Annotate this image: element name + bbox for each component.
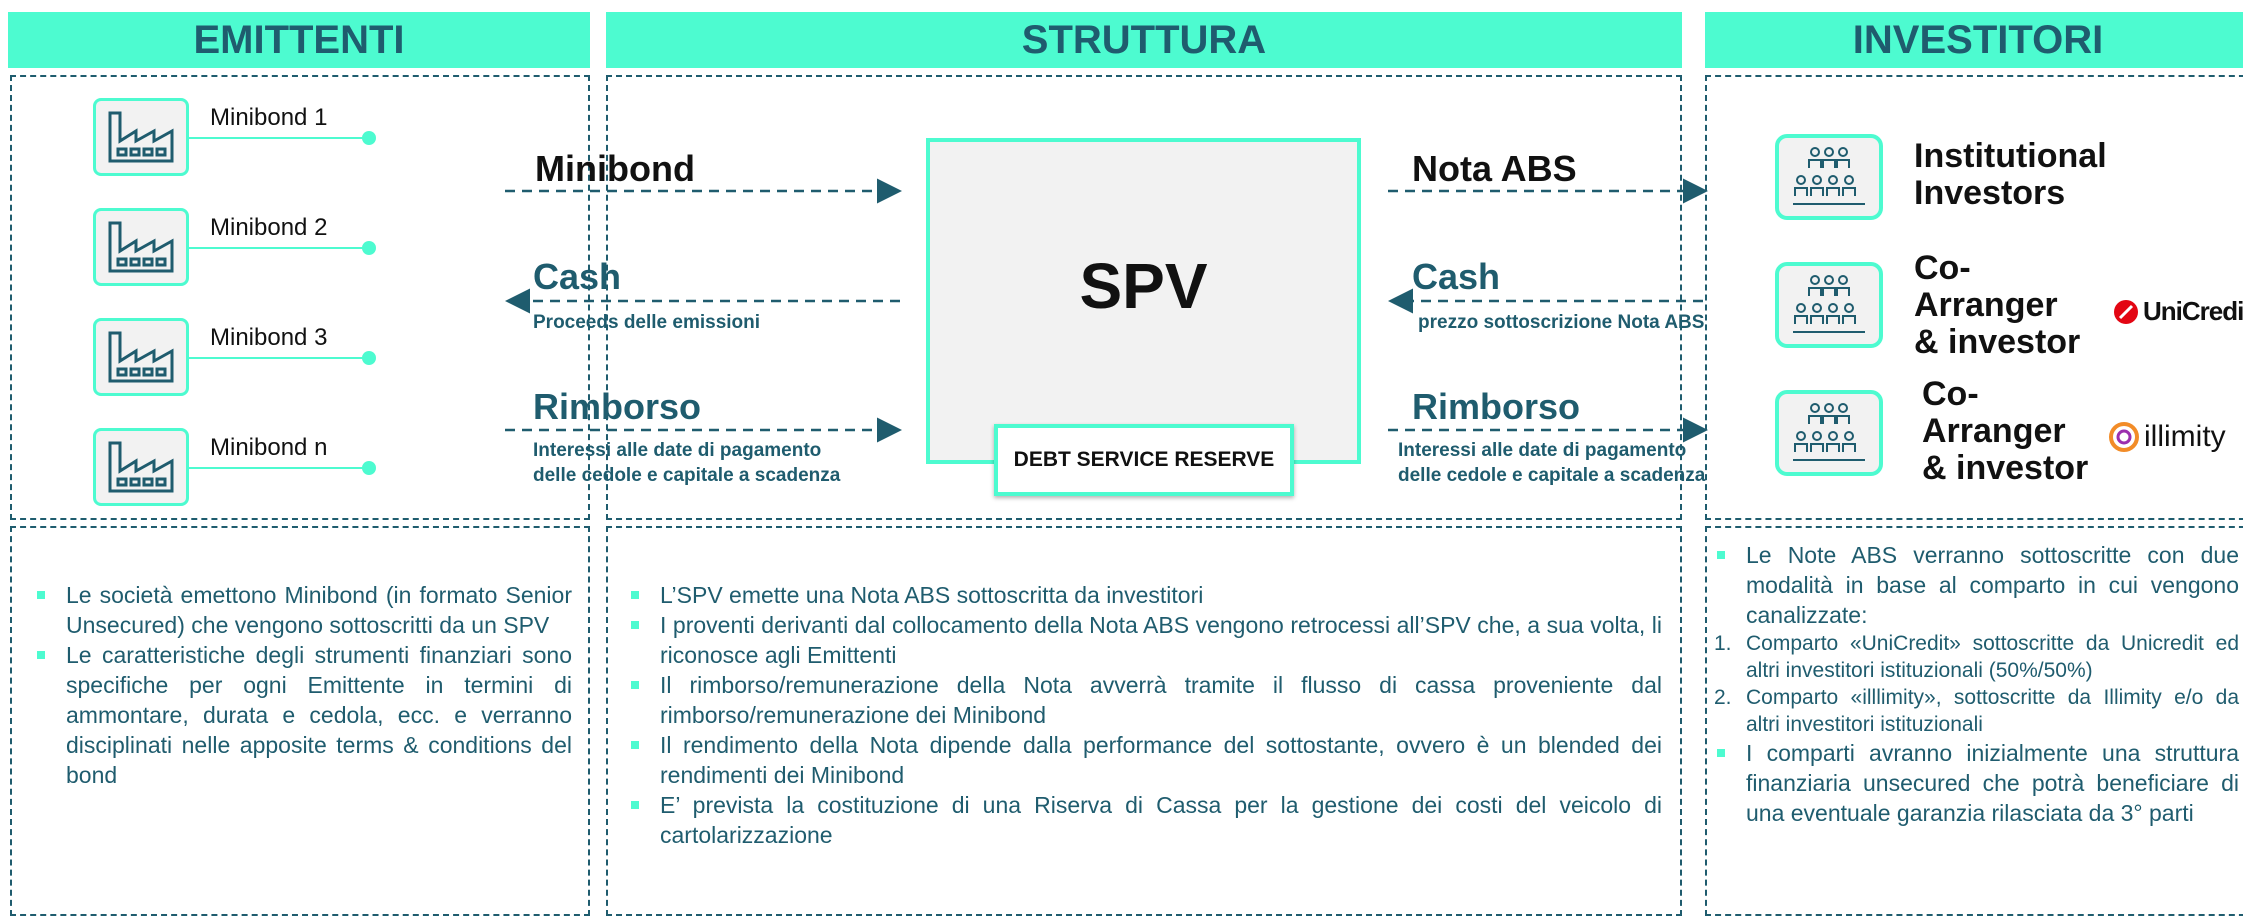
issuer-connector	[189, 137, 369, 139]
flow-label-rimborso-right: Rimborso	[1412, 386, 1581, 427]
header-struttura: STRUTTURA	[606, 12, 1682, 68]
issuer-connector	[189, 467, 369, 469]
bullet-item: I proventi derivanti dal collocamento de…	[628, 610, 1662, 670]
factory-icon	[93, 428, 189, 506]
issuer-label: Minibond 1	[210, 104, 328, 131]
flow-sub-rimborso-left-1: Interessi alle date di pagamento	[533, 440, 822, 461]
panel-investitori-diagram	[1705, 75, 2243, 520]
flow-label-cash-left: Cash	[533, 256, 622, 297]
flow-label-rimborso-left: Rimborso	[533, 386, 702, 427]
illimity-logo: illimity	[2108, 420, 2226, 454]
issuer-label: Minibond 2	[210, 214, 328, 241]
unicredit-logo: UniCredit	[2113, 296, 2243, 327]
flow-sub-cash-right: prezzo sottoscrizione Nota ABS	[1418, 312, 1705, 333]
bullet-item: Il rendimento della Nota dipende dalla p…	[628, 730, 1662, 790]
issuer-dot	[362, 461, 376, 475]
bullet-item: Le caratteristiche degli strumenti finan…	[34, 640, 572, 790]
flow-label-minibond: Minibond	[535, 148, 695, 189]
spv-label: SPV	[1079, 250, 1208, 322]
spv-box: SPV	[926, 138, 1361, 464]
bullet-item: Il rimborso/remunerazione della Nota avv…	[628, 670, 1662, 730]
struttura-bullets: L’SPV emette una Nota ABS sottoscritta d…	[628, 580, 1662, 850]
emittenti-bullets: Le società emettono Minibond (in formato…	[34, 580, 572, 790]
flow-label-cash-right: Cash	[1412, 256, 1501, 297]
issuer-dot	[362, 351, 376, 365]
issuer-dot	[362, 241, 376, 255]
bullet-item: Le società emettono Minibond (in formato…	[34, 580, 572, 640]
numbered-item: 2.Comparto «illlimity», sottoscritte da …	[1714, 686, 2239, 736]
investitori-bullets: Le Note ABS verranno sottoscritte con du…	[1714, 540, 2239, 828]
bullet-item: L’SPV emette una Nota ABS sottoscritta d…	[628, 580, 1662, 610]
investor-label: Co-Arranger& investor	[1914, 249, 2081, 361]
flow-sub-rimborso-right-2: delle cedole e capitale a scadenza	[1398, 465, 1706, 486]
panel-struttura-diagram	[606, 75, 1682, 520]
issuer-label: Minibond n	[210, 434, 328, 461]
flow-sub-rimborso-right-1: Interessi alle date di pagamento	[1398, 440, 1687, 461]
flow-sub-cash-left: Proceeds delle emissioni	[533, 312, 761, 333]
factory-icon	[93, 318, 189, 396]
issuer-dot	[362, 131, 376, 145]
issuer-connector	[189, 357, 369, 359]
flow-label-nota-abs: Nota ABS	[1412, 148, 1577, 189]
investors-people-icon	[1775, 134, 1883, 220]
bullet-item: Le Note ABS verranno sottoscritte con du…	[1714, 540, 2239, 630]
investors-people-icon	[1775, 390, 1883, 476]
numbered-item: 1.Comparto «UniCredit» sottoscritte da U…	[1714, 632, 2239, 682]
panel-emittenti-diagram	[10, 75, 590, 520]
illimity-logo-icon	[2109, 422, 2139, 452]
bullet-item: I comparti avranno inizialmente una stru…	[1714, 738, 2239, 828]
investor-label: Co-Arranger& investor	[1922, 375, 2089, 487]
bullet-item: E’ prevista la costituzione di una Riser…	[628, 790, 1662, 850]
header-investitori: INVESTITORI	[1705, 12, 2243, 68]
factory-icon	[93, 98, 189, 176]
debt-service-reserve: DEBT SERVICE RESERVE	[994, 424, 1294, 496]
factory-icon	[93, 208, 189, 286]
issuer-label: Minibond 3	[210, 324, 328, 351]
header-emittenti: EMITTENTI	[8, 12, 590, 68]
investors-people-icon	[1775, 262, 1883, 348]
issuer-connector	[189, 247, 369, 249]
unicredit-logo-icon	[2114, 299, 2138, 324]
flow-sub-rimborso-left-2: delle cedole e capitale a scadenza	[533, 465, 841, 486]
